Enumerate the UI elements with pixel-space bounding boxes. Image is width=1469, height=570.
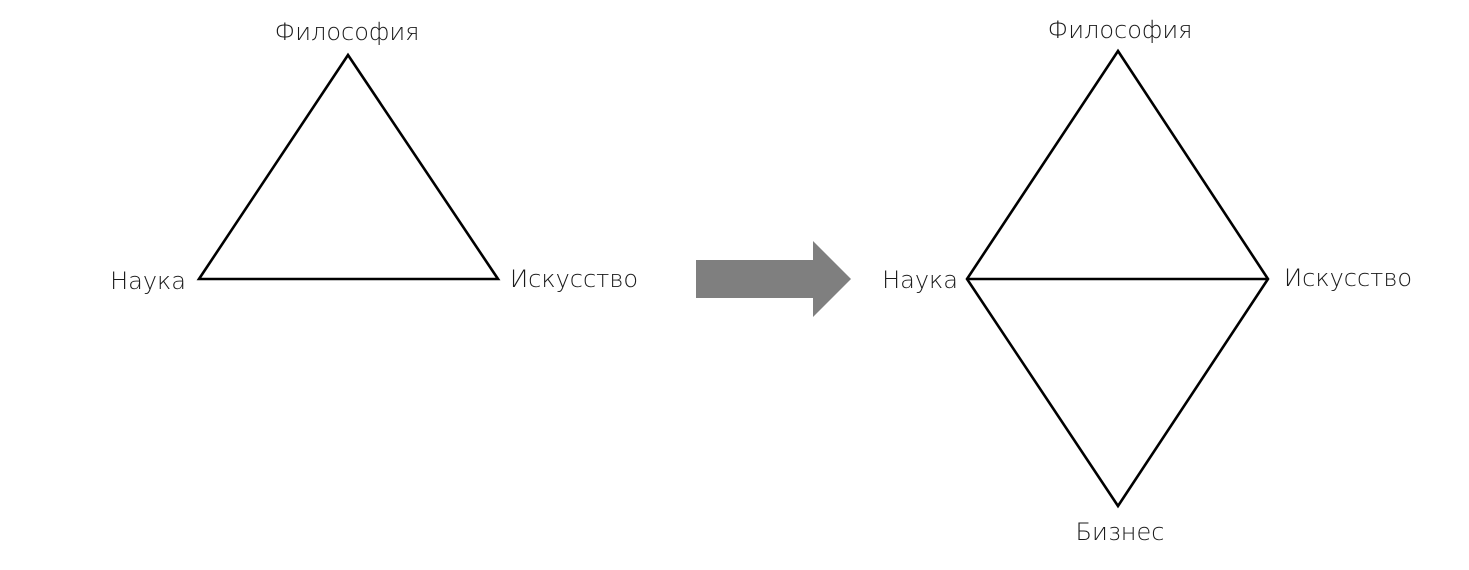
- arrow-shape: [696, 241, 851, 317]
- triangle-diagram: Философия Наука Искусство: [110, 18, 638, 295]
- triangle-label-science: Наука: [110, 267, 186, 295]
- diamond-diagram: Философия Наука Искусство Бизнес: [882, 16, 1412, 546]
- diamond-label-philosophy: Философия: [1048, 16, 1193, 44]
- triangle-label-philosophy: Философия: [275, 18, 420, 46]
- arrow-right-icon: [696, 241, 851, 317]
- triangle-shape: [196, 52, 501, 281]
- diamond-label-science: Наука: [882, 266, 958, 294]
- diamond-label-art: Искусство: [1284, 264, 1412, 292]
- diamond-label-business: Бизнес: [1076, 518, 1165, 546]
- triangle-label-art: Искусство: [510, 265, 638, 293]
- diamond-shape: [965, 48, 1270, 509]
